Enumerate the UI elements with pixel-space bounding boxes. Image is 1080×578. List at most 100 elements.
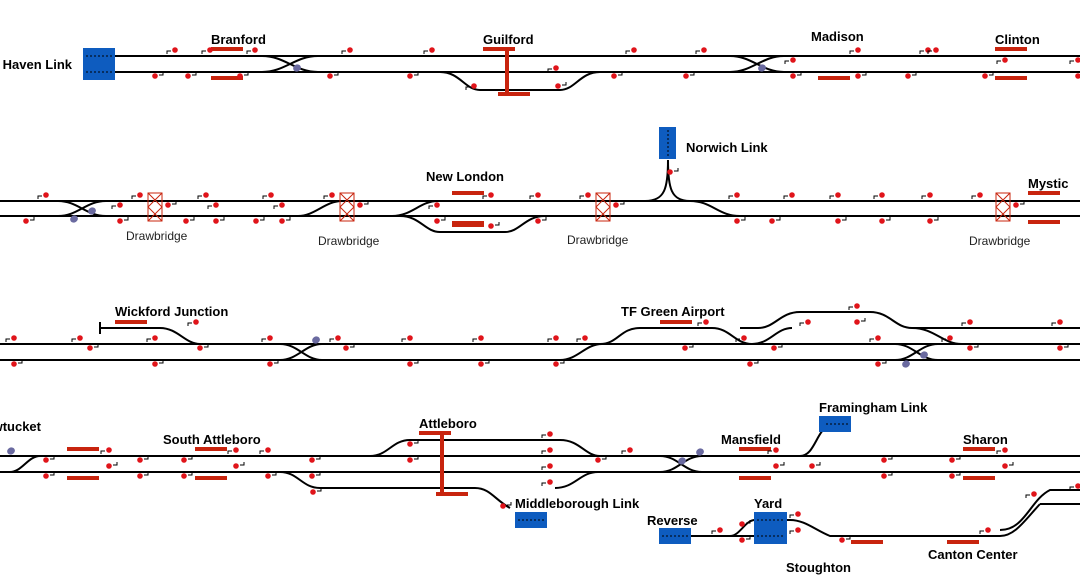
signal[interactable] — [783, 192, 795, 199]
signal-lamp[interactable] — [1002, 57, 1008, 63]
signal[interactable] — [855, 72, 867, 79]
signal[interactable] — [739, 520, 751, 527]
signal-lamp[interactable] — [855, 47, 861, 53]
new-haven-link-block[interactable] — [83, 48, 115, 80]
signal-lamp[interactable] — [683, 73, 689, 79]
crossover-lever[interactable] — [919, 350, 929, 360]
signal-lamp[interactable] — [434, 202, 440, 208]
signal-lamp[interactable] — [977, 192, 983, 198]
signal-lamp[interactable] — [839, 537, 845, 543]
signal-lamp[interactable] — [181, 457, 187, 463]
signal[interactable] — [553, 360, 565, 367]
signal[interactable] — [967, 344, 979, 351]
signal[interactable] — [472, 335, 484, 342]
signal-lamp[interactable] — [327, 73, 333, 79]
signal[interactable] — [343, 344, 355, 351]
signal[interactable] — [111, 202, 123, 209]
signal-lamp[interactable] — [547, 431, 553, 437]
signal[interactable] — [961, 319, 973, 326]
signal-lamp[interactable] — [905, 73, 911, 79]
signal-lamp[interactable] — [809, 463, 815, 469]
signal[interactable] — [407, 440, 419, 447]
signal-lamp[interactable] — [172, 47, 178, 53]
signal[interactable] — [848, 303, 860, 310]
signal-lamp[interactable] — [854, 303, 860, 309]
signal[interactable] — [478, 360, 490, 367]
signal-lamp[interactable] — [478, 361, 484, 367]
signal-lamp[interactable] — [741, 335, 747, 341]
signal[interactable] — [152, 72, 164, 79]
signal[interactable] — [682, 344, 694, 351]
signal-lamp[interactable] — [717, 527, 723, 533]
signal[interactable] — [1075, 72, 1080, 79]
signal-lamp[interactable] — [347, 47, 353, 53]
signal-lamp[interactable] — [77, 335, 83, 341]
signal[interactable] — [309, 456, 321, 463]
signal-lamp[interactable] — [43, 473, 49, 479]
signal-lamp[interactable] — [106, 447, 112, 453]
signal-lamp[interactable] — [1057, 319, 1063, 325]
signal-lamp[interactable] — [875, 361, 881, 367]
signal-lamp[interactable] — [854, 319, 860, 325]
signal-lamp[interactable] — [582, 335, 588, 341]
signal-lamp[interactable] — [23, 218, 29, 224]
signal[interactable] — [1025, 491, 1037, 498]
signal[interactable] — [854, 318, 866, 325]
signal[interactable] — [71, 335, 83, 342]
signal[interactable] — [428, 202, 440, 209]
signal-lamp[interactable] — [117, 202, 123, 208]
signal[interactable] — [181, 456, 193, 463]
signal[interactable] — [253, 217, 265, 224]
signal[interactable] — [237, 72, 249, 79]
signal-lamp[interactable] — [1002, 447, 1008, 453]
signal-lamp[interactable] — [488, 223, 494, 229]
crossover-lever[interactable] — [87, 206, 97, 216]
signal[interactable] — [728, 192, 740, 199]
signal-lamp[interactable] — [773, 447, 779, 453]
signal[interactable] — [789, 527, 801, 534]
signal-lamp[interactable] — [701, 47, 707, 53]
signal-lamp[interactable] — [879, 218, 885, 224]
crossover-lever[interactable] — [6, 446, 16, 456]
signal[interactable] — [949, 472, 961, 479]
signal[interactable] — [262, 192, 274, 199]
signal[interactable] — [784, 57, 796, 64]
signal[interactable] — [197, 344, 209, 351]
signal-lamp[interactable] — [795, 511, 801, 517]
signal[interactable] — [799, 319, 811, 326]
signal-lamp[interactable] — [279, 218, 285, 224]
signal-lamp[interactable] — [265, 447, 271, 453]
signal-lamp[interactable] — [197, 345, 203, 351]
signal-lamp[interactable] — [471, 83, 477, 89]
signal[interactable] — [87, 344, 99, 351]
signal-lamp[interactable] — [734, 218, 740, 224]
signal-lamp[interactable] — [875, 335, 881, 341]
signal-lamp[interactable] — [183, 218, 189, 224]
signal[interactable] — [1051, 319, 1063, 326]
signal[interactable] — [341, 47, 353, 54]
signal-lamp[interactable] — [500, 503, 506, 509]
signal[interactable] — [621, 447, 633, 454]
signal[interactable] — [849, 47, 861, 54]
signal-lamp[interactable] — [535, 192, 541, 198]
signal[interactable] — [1069, 57, 1080, 64]
signal-lamp[interactable] — [967, 345, 973, 351]
signal[interactable] — [265, 472, 277, 479]
signal[interactable] — [927, 47, 939, 54]
signal[interactable] — [927, 217, 939, 224]
signal-lamp[interactable] — [631, 47, 637, 53]
signal[interactable] — [625, 47, 637, 54]
signal[interactable] — [131, 192, 143, 199]
signal-lamp[interactable] — [881, 473, 887, 479]
signal[interactable] — [23, 217, 35, 224]
signal-lamp[interactable] — [982, 73, 988, 79]
signal[interactable] — [541, 479, 553, 486]
signal-lamp[interactable] — [547, 447, 553, 453]
signal-lamp[interactable] — [407, 361, 413, 367]
signal[interactable] — [407, 456, 419, 463]
signal[interactable] — [541, 447, 553, 454]
signal[interactable] — [482, 192, 494, 199]
signal[interactable] — [541, 431, 553, 438]
signal-lamp[interactable] — [835, 218, 841, 224]
signal[interactable] — [117, 217, 129, 224]
